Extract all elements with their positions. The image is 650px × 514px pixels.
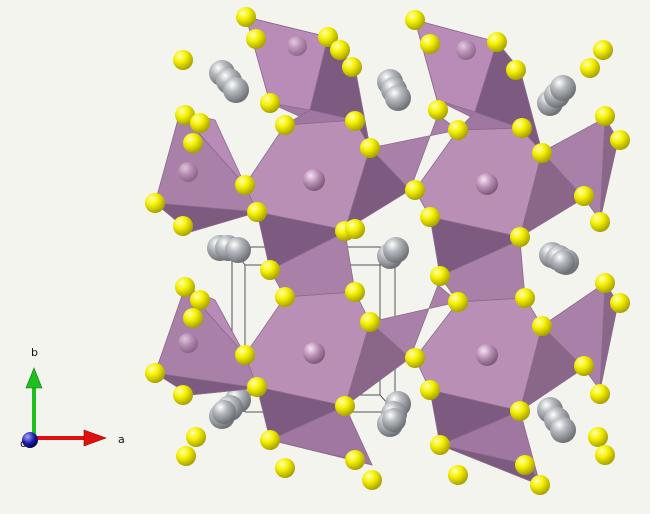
a-axis-label: a (118, 433, 125, 446)
c-axis-marker (22, 432, 38, 448)
axis-indicator: b a c (20, 346, 125, 450)
anion-atoms (145, 7, 630, 495)
b-axis-arrow (25, 367, 43, 438)
cation-atoms-front (212, 250, 575, 432)
a-axis-arrow (34, 429, 107, 447)
central-atoms (178, 36, 498, 366)
b-axis-label: b (31, 346, 38, 359)
c-axis-label: c (20, 437, 26, 450)
coordination-polyhedra (154, 16, 619, 486)
